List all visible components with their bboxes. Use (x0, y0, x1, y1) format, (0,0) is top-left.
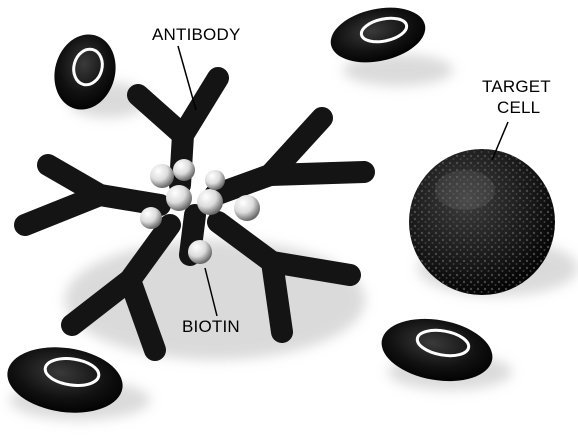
biotin-bead (166, 185, 192, 211)
biotin-bead (173, 159, 195, 181)
biotin-bead (197, 189, 223, 215)
biotin-bead (234, 195, 260, 221)
target-cell-label-line1: TARGET (482, 77, 551, 96)
antibody-label: ANTIBODY (152, 25, 241, 44)
antibody-left (25, 165, 160, 225)
biotin-label: BIOTIN (182, 317, 240, 336)
biotin-bead (150, 164, 174, 188)
biotin-bead (205, 170, 225, 190)
target-cell (409, 149, 555, 295)
target-cell-label-line2: CELL (497, 98, 540, 117)
biotin-bead (140, 207, 162, 229)
antibody-right (215, 118, 364, 195)
antibody-leader-line (178, 46, 196, 110)
biotin-bead (188, 240, 212, 264)
